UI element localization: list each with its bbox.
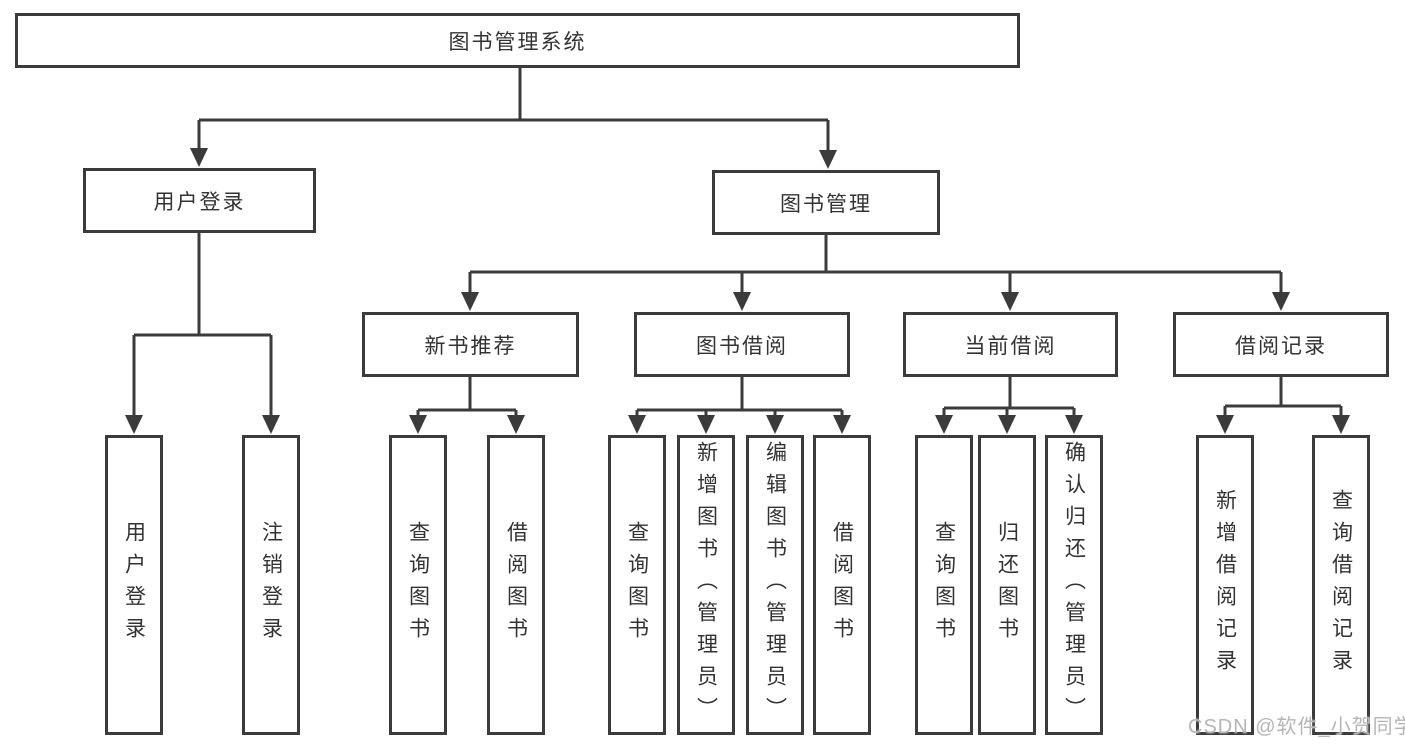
leaf-edit-books-admin: 编辑图书（管理员） (746, 435, 804, 735)
node-label: 查询借阅记录 (1329, 489, 1353, 681)
csdn-watermark: CSDN @软件_小贺同学 (1188, 716, 1405, 738)
node-label: 图书管理系统 (448, 30, 587, 54)
node-label: 确认归还（管理员） (1062, 441, 1086, 729)
node-new-book-recommendation: 新书推荐 (362, 312, 579, 377)
node-label: 注销登录 (259, 521, 283, 649)
leaf-borrow-books-borrowing: 借阅图书 (813, 435, 871, 735)
node-label: 查询图书 (406, 521, 430, 649)
node-current-borrowing: 当前借阅 (903, 312, 1118, 377)
leaf-query-borrow-record: 查询借阅记录 (1312, 435, 1370, 735)
leaf-add-books-admin: 新增图书（管理员） (677, 435, 735, 735)
node-label: 归还图书 (995, 521, 1019, 649)
node-label: 借阅图书 (504, 521, 528, 649)
node-label: 图书管理 (780, 192, 872, 216)
node-book-borrowing: 图书借阅 (634, 312, 850, 377)
node-label: 查询图书 (932, 521, 956, 649)
node-label: 当前借阅 (964, 334, 1057, 358)
leaf-return-books: 归还图书 (978, 435, 1036, 735)
node-label: 新书推荐 (424, 334, 517, 358)
node-user-login-group: 用户登录 (83, 168, 316, 233)
node-book-management: 图书管理 (712, 170, 940, 235)
leaf-query-books-current: 查询图书 (915, 435, 973, 735)
node-label: 借阅记录 (1235, 334, 1327, 358)
node-label: 查询图书 (625, 521, 649, 649)
node-label: 用户登录 (122, 521, 146, 649)
leaf-query-books-recommend: 查询图书 (389, 435, 447, 735)
leaf-borrow-books-recommend: 借阅图书 (487, 435, 545, 735)
leaf-add-borrow-record: 新增借阅记录 (1196, 435, 1254, 735)
leaf-logout: 注销登录 (242, 435, 300, 735)
leaf-user-login: 用户登录 (105, 435, 163, 735)
node-label: 编辑图书（管理员） (763, 441, 787, 729)
node-label: 借阅图书 (830, 521, 854, 649)
node-label: 图书借阅 (696, 334, 788, 358)
node-label: 新增图书（管理员） (694, 441, 718, 729)
node-label: 新增借阅记录 (1213, 489, 1237, 681)
node-library-management-system: 图书管理系统 (15, 13, 1020, 68)
node-borrowing-records: 借阅记录 (1173, 312, 1389, 377)
leaf-query-books-borrowing: 查询图书 (608, 435, 666, 735)
node-label: 用户登录 (153, 190, 246, 214)
leaf-confirm-return-admin: 确认归还（管理员） (1045, 435, 1103, 735)
